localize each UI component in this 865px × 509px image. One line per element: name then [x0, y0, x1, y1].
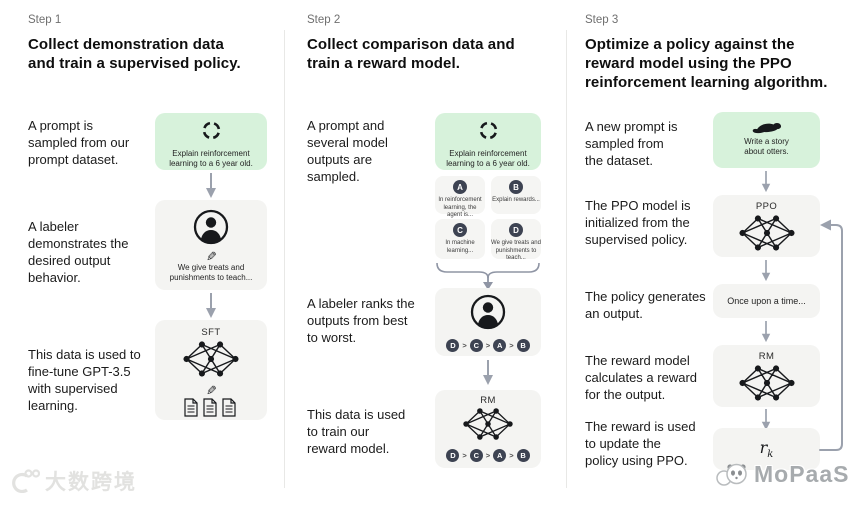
documents-icon: [184, 398, 236, 417]
rank-chip: D: [446, 449, 460, 462]
step2-rank-box: D > C > A > B: [435, 288, 541, 356]
watermark-mopaas: MoPaaS: [714, 460, 849, 488]
dashukuajing-logo-icon: [12, 469, 40, 493]
step3-title: Optimize a policy against the reward mod…: [585, 36, 828, 91]
rank-separator: >: [509, 341, 514, 350]
step3-output-desc: The policy generates an output.: [585, 289, 706, 321]
step1-prompt-box-text: Explain reinforcement learning to a 6 ye…: [169, 149, 253, 168]
refresh-icon: [479, 121, 497, 140]
output-text-a: In reinforcement learning, the agent is.…: [438, 197, 482, 218]
neural-net-icon: [738, 215, 795, 251]
step2-title: Collect comparison data and train a rewa…: [307, 36, 515, 72]
step3-prompt-desc: A new prompt is sampled from the dataset…: [585, 119, 678, 168]
arrow-down-icon: [206, 293, 216, 318]
step2-rm-box-label: RM: [480, 395, 496, 406]
step1-sft-box-label: SFT: [201, 327, 221, 338]
rank-chip: D: [446, 339, 460, 352]
arrow-down-icon: [206, 173, 216, 198]
step2-label: Step 2: [307, 14, 341, 26]
output-box-d: D We give treats and punishments to teac…: [491, 219, 541, 261]
brace-arrow-icon: [436, 262, 540, 290]
column-divider-1: [284, 30, 285, 488]
rank-separator: >: [462, 451, 467, 460]
arrow-down-icon: [761, 409, 771, 431]
arrow-down-icon: [761, 321, 771, 343]
step1-labeler-box-text: We give treats and punishments to teach.…: [169, 263, 253, 282]
step3-output-box-text: Once upon a time...: [727, 296, 806, 306]
step2-prompt-box: Explain reinforcement learning to a 6 ye…: [435, 113, 541, 170]
mopaas-panda-icon: [716, 463, 747, 486]
otter-icon: [752, 123, 781, 134]
output-box-b: B Explain rewards...: [491, 176, 541, 214]
arrow-down-icon: [761, 171, 771, 193]
step1-prompt-desc: A prompt is sampled from our prompt data…: [28, 118, 130, 167]
step1-title: Collect demonstration data and train a s…: [28, 36, 241, 72]
watermark-dashukuajing: 大数跨境: [12, 466, 137, 496]
step3-prompt-box-text: Write a story about otters.: [744, 137, 789, 156]
step2-prompt-box-text: Explain reinforcement learning to a 6 ye…: [446, 149, 530, 168]
step3-ppo-desc: The PPO model is initialized from the su…: [585, 198, 691, 247]
step3-output-box: Once upon a time...: [713, 284, 820, 318]
rank-chip: B: [516, 449, 530, 462]
step2-rank-desc: A labeler ranks the outputs from best to…: [307, 296, 415, 345]
output-chip-b: B: [509, 180, 523, 194]
step3-reward-box: rk: [713, 428, 820, 470]
step2-rm-box: RM D > C > A > B: [435, 390, 541, 468]
neural-net-icon: [463, 408, 513, 440]
rank-separator: >: [462, 341, 467, 350]
step3-rm-box: RM: [713, 345, 820, 407]
refresh-icon: [202, 121, 220, 140]
step3-ppo-box: PPO: [713, 195, 820, 257]
output-text-d: We give treats and punishments to teach.…: [491, 240, 541, 261]
step1-labeler-desc: A labeler demonstrates the desired outpu…: [28, 219, 129, 285]
watermark-left-text: 大数跨境: [45, 471, 137, 494]
rank-separator: >: [509, 451, 514, 460]
step1-labeler-box: ✎ We give treats and punishments to teac…: [155, 200, 267, 290]
reward-symbol: rk: [759, 437, 774, 461]
person-icon: [470, 294, 506, 330]
output-chip-d: D: [509, 223, 523, 237]
rank-separator: >: [485, 451, 491, 460]
step1-prompt-box: Explain reinforcement learning to a 6 ye…: [155, 113, 267, 170]
rank-chip: C: [469, 449, 483, 462]
step3-ppo-box-label: PPO: [755, 201, 778, 212]
output-text-c: In machine learning...: [445, 240, 475, 254]
output-box-a: A In reinforcement learning, the agent i…: [435, 176, 485, 218]
step1-label: Step 1: [28, 14, 62, 26]
step3-reward-desc: The reward is used to update the policy …: [585, 419, 696, 468]
rank-chip: B: [516, 339, 530, 352]
step1-sft-box: SFT ✎: [155, 320, 267, 420]
step3-rm-box-label: RM: [758, 351, 775, 362]
column-divider-2: [566, 30, 567, 488]
output-text-b: Explain rewards...: [492, 197, 540, 203]
watermark-right-text: MoPaaS: [754, 460, 850, 487]
step3-label: Step 3: [585, 14, 619, 26]
ranking-row: D > C > A > B: [446, 449, 530, 462]
neural-net-icon: [183, 341, 239, 377]
person-icon: [193, 209, 229, 245]
feedback-loop-arrow: [819, 219, 843, 451]
pencil-icon: ✎: [205, 383, 217, 398]
output-chip-a: A: [453, 180, 467, 194]
step3-rm-desc: The reward model calculates a reward for…: [585, 353, 697, 402]
output-chip-c: C: [453, 223, 467, 237]
step1-sft-desc: This data is used to fine-tune GPT-3.5 w…: [28, 347, 141, 413]
neural-net-icon: [738, 365, 795, 401]
ranking-row: D > C > A > B: [446, 339, 530, 352]
pencil-icon: ✎: [205, 249, 217, 264]
rank-chip: C: [469, 339, 483, 352]
arrow-down-icon: [761, 260, 771, 282]
output-box-c: C In machine learning...: [435, 219, 485, 259]
rank-separator: >: [485, 341, 491, 350]
rank-chip: A: [493, 449, 507, 462]
step2-sampled-desc: A prompt and several model outputs are s…: [307, 118, 388, 184]
step3-prompt-box: Write a story about otters.: [713, 112, 820, 168]
rank-chip: A: [493, 339, 507, 352]
arrow-down-icon: [483, 360, 493, 385]
step2-rm-desc: This data is used to train our reward mo…: [307, 407, 406, 456]
